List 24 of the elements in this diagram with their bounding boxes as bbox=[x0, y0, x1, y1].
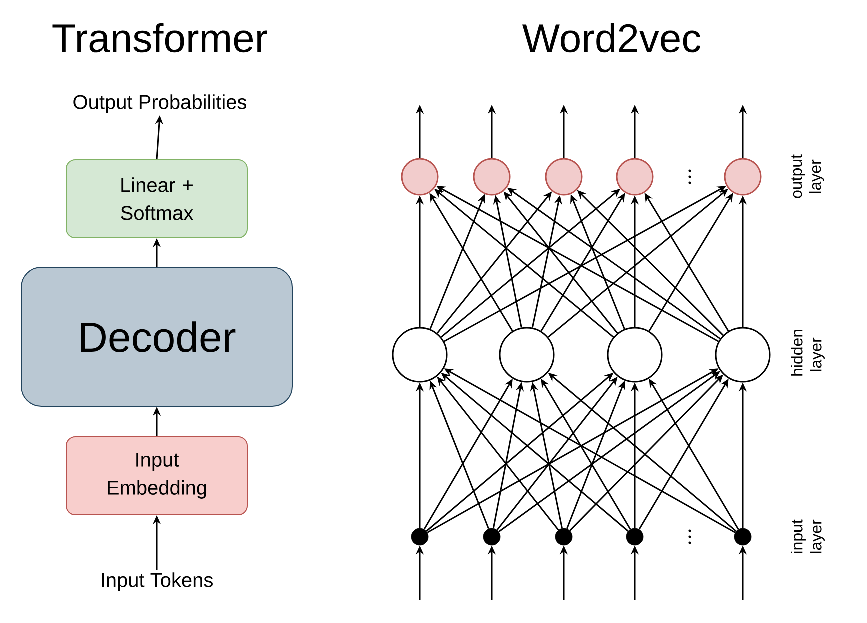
process-box: Decoder bbox=[21, 267, 293, 407]
output-neuron bbox=[401, 158, 439, 196]
layer-label: hidden layer bbox=[791, 330, 825, 376]
hidden-neuron bbox=[392, 327, 448, 383]
label-text: Input Tokens bbox=[102, 572, 213, 592]
output-neuron bbox=[724, 158, 762, 196]
hidden-neuron bbox=[499, 327, 555, 383]
label-text: Output Probabilities bbox=[74, 94, 246, 114]
process-box: Linear + Softmax bbox=[66, 160, 248, 238]
input-neuron bbox=[411, 528, 429, 546]
output-neuron bbox=[616, 158, 654, 196]
layer-label: output layer bbox=[792, 154, 824, 198]
process-box: Input Embedding bbox=[66, 436, 248, 516]
hidden-neuron bbox=[715, 327, 771, 383]
title: Word2vec bbox=[522, 23, 701, 53]
output-neuron bbox=[545, 158, 583, 196]
input-neuron bbox=[555, 528, 573, 546]
output-neuron bbox=[473, 158, 511, 196]
input-neuron bbox=[734, 528, 752, 546]
layer-label: input layer bbox=[791, 520, 825, 554]
hidden-neuron bbox=[607, 327, 663, 383]
input-neuron bbox=[483, 528, 501, 546]
input-neuron bbox=[626, 528, 644, 546]
title: Transformer bbox=[52, 23, 268, 53]
